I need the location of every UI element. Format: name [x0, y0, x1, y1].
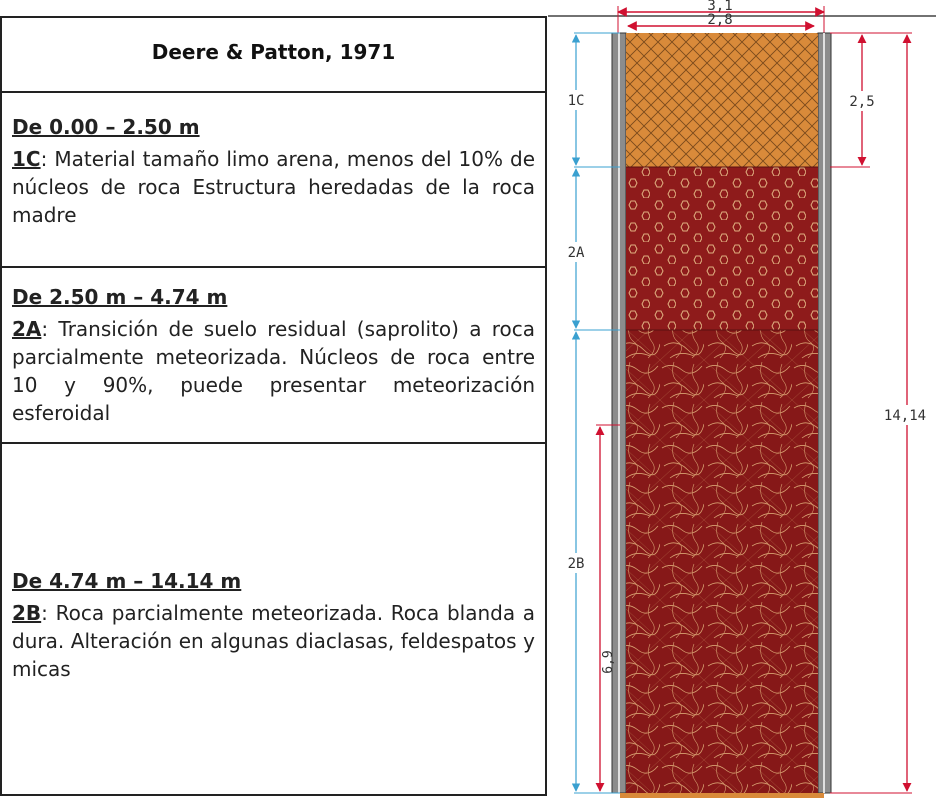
layer-cell: De 4.74 m – 14.14 m 2B: Roca parcialment…: [12, 567, 535, 683]
layer-range: De 0.00 – 2.50 m: [12, 115, 200, 139]
layer-code: 2A: [12, 317, 42, 341]
soil-column-diagram: 3,1 2,8 1C 2A 2B 6,9 2,5: [548, 0, 936, 798]
layer-code-separator: :: [41, 317, 49, 341]
layer-cell: De 2.50 m – 4.74 m 2A: Transición de sue…: [12, 283, 535, 427]
layer-1c-fill: [626, 33, 818, 167]
layer-description: 2A: Transición de suelo residual (saprol…: [12, 315, 535, 427]
layer-text: Roca parcialmente meteorizada. Roca blan…: [12, 601, 535, 681]
dimension-6-9: [595, 424, 620, 792]
layer-text: Material tamaño limo arena, menos del 10…: [12, 147, 535, 227]
layer-description: 1C: Material tamaño limo arena, menos de…: [12, 145, 535, 229]
width-outer-label: 3,1: [707, 0, 732, 14]
layer-2b-fill: [626, 330, 818, 793]
layer-row-2b: De 4.74 m – 14.14 m 2B: Roca parcialment…: [2, 444, 545, 794]
label-2b: 2B: [568, 556, 585, 572]
layer-description: 2B: Roca parcialmente meteorizada. Roca …: [12, 599, 535, 683]
dim-lower-label: 6,9: [601, 650, 616, 673]
width-dimension-outer: [617, 6, 825, 34]
layer-row-2a: De 2.50 m – 4.74 m 2A: Transición de sue…: [2, 268, 545, 444]
width-inner-label: 2,8: [707, 12, 732, 28]
table-title-row: Deere & Patton, 1971: [2, 18, 545, 93]
layer-2a-fill: [626, 167, 818, 330]
dim-top-label: 2,5: [849, 94, 874, 110]
label-2a: 2A: [568, 245, 585, 261]
layer-code-separator: :: [40, 147, 48, 171]
layer-cell: De 0.00 – 2.50 m 1C: Material tamaño lim…: [12, 113, 535, 229]
description-table: Deere & Patton, 1971 De 0.00 – 2.50 m 1C…: [0, 16, 547, 796]
layer-range: De 2.50 m – 4.74 m: [12, 285, 228, 309]
table-title: Deere & Patton, 1971: [151, 40, 396, 64]
layer-code: 1C: [12, 147, 41, 171]
layer-code: 2B: [12, 601, 42, 625]
layer-row-1c: De 0.00 – 2.50 m 1C: Material tamaño lim…: [2, 93, 545, 268]
layer-range: De 4.74 m – 14.14 m: [12, 569, 242, 593]
layer-code-separator: :: [41, 601, 48, 625]
dim-total-label: 14,14: [884, 408, 926, 424]
label-1c: 1C: [568, 93, 585, 109]
layer-text: Transición de suelo residual (saprolito)…: [12, 317, 535, 425]
